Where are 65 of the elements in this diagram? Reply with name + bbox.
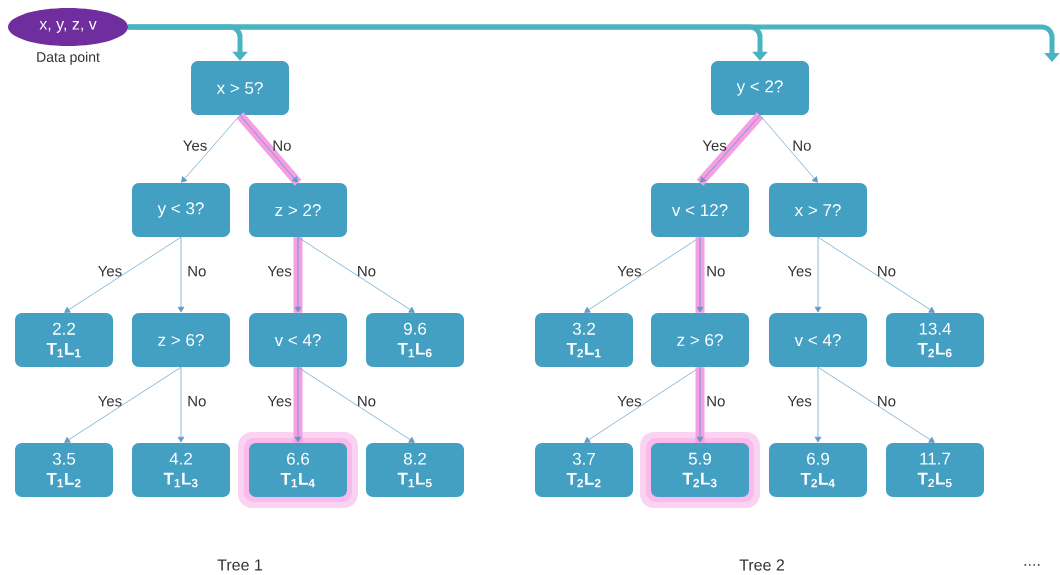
arrow [177,236,185,313]
edge-label: Yes [98,396,122,407]
edge-label: Yes [617,396,642,407]
tree-label: .... [1024,564,1040,566]
decision-box: z > 2? [249,183,347,237]
arrow [293,236,303,313]
decision-box: v < 4? [249,313,347,367]
arrow [297,236,415,313]
leaf-box: 3.2 T$_{2}$L$_{1}$ [535,313,633,367]
edge-label: Yes [702,140,727,151]
decision-box: z > 6? [651,313,749,367]
edge-label: No [358,266,376,277]
arrow [817,236,935,313]
leaf-box: 8.2 T$_{1}$L$_{5}$ [366,443,464,497]
leaf-box: 4.2 T$_{1}$L$_{3}$ [132,443,230,497]
decision-box: y < 3? [132,183,230,237]
arrow [297,366,415,443]
arrow [817,366,935,443]
arrow [814,236,822,313]
arrow [181,114,241,183]
edge-label: Yes [98,266,122,277]
edge-label: Yes [617,266,642,277]
node-label: Data point [37,51,100,65]
edge-label: No [878,396,896,407]
decision-box: z > 6? [132,313,230,367]
decision-box: y < 2? [711,61,809,115]
leaf-box: 11.7 T$_{2}$L$_{5}$ [886,443,984,497]
edge-label: Yes [183,140,207,151]
edge-label: Yes [787,396,812,407]
tree-label: Tree 2 [739,559,784,571]
arrow [814,366,822,443]
leaf-box: 3.5 T$_{1}$L$_{2}$ [15,443,113,497]
arrow [695,236,705,313]
arrow [177,366,185,443]
arrow [128,24,1060,62]
decision-box: v < 4? [769,313,867,367]
leaf-box: 3.7 T$_{2}$L$_{2}$ [535,443,633,497]
arrow [293,366,303,443]
arrow [759,114,818,183]
edge-label: No [707,266,725,277]
edge-label: Yes [787,266,812,277]
arrow [236,112,302,186]
arrow [696,112,764,186]
edge-label: No [793,140,811,151]
leaf-box: 5.9 T$_{2}$L$_{3}$ [640,432,760,508]
leaf-box: 13.4 T$_{2}$L$_{6}$ [886,313,984,367]
edge-label: No [878,266,896,277]
arrow [695,366,705,443]
arrow [64,366,182,443]
edge-label: Yes [267,266,292,277]
leaf-box: 9.6 T$_{1}$L$_{6}$ [366,313,464,367]
edge-label: No [273,140,291,151]
edge-label: No [707,396,725,407]
edge-label: No [358,396,376,407]
leaf-box: 6.9 T$_{2}$L$_{4}$ [769,443,867,497]
decision-box: x > 7? [769,183,867,237]
arrow [64,236,182,313]
edge-label: No [188,396,206,407]
decision-box: v < 12? [651,183,749,237]
leaf-box: 2.2 T$_{1}$L$_{1}$ [15,313,113,367]
edge-label: Yes [267,396,292,407]
leaf-box: 6.6 T$_{1}$L$_{4}$ [238,432,358,508]
tree-label: Tree 1 [217,559,263,571]
edge-label: No [188,266,206,277]
decision-box: x > 5? [191,61,289,115]
